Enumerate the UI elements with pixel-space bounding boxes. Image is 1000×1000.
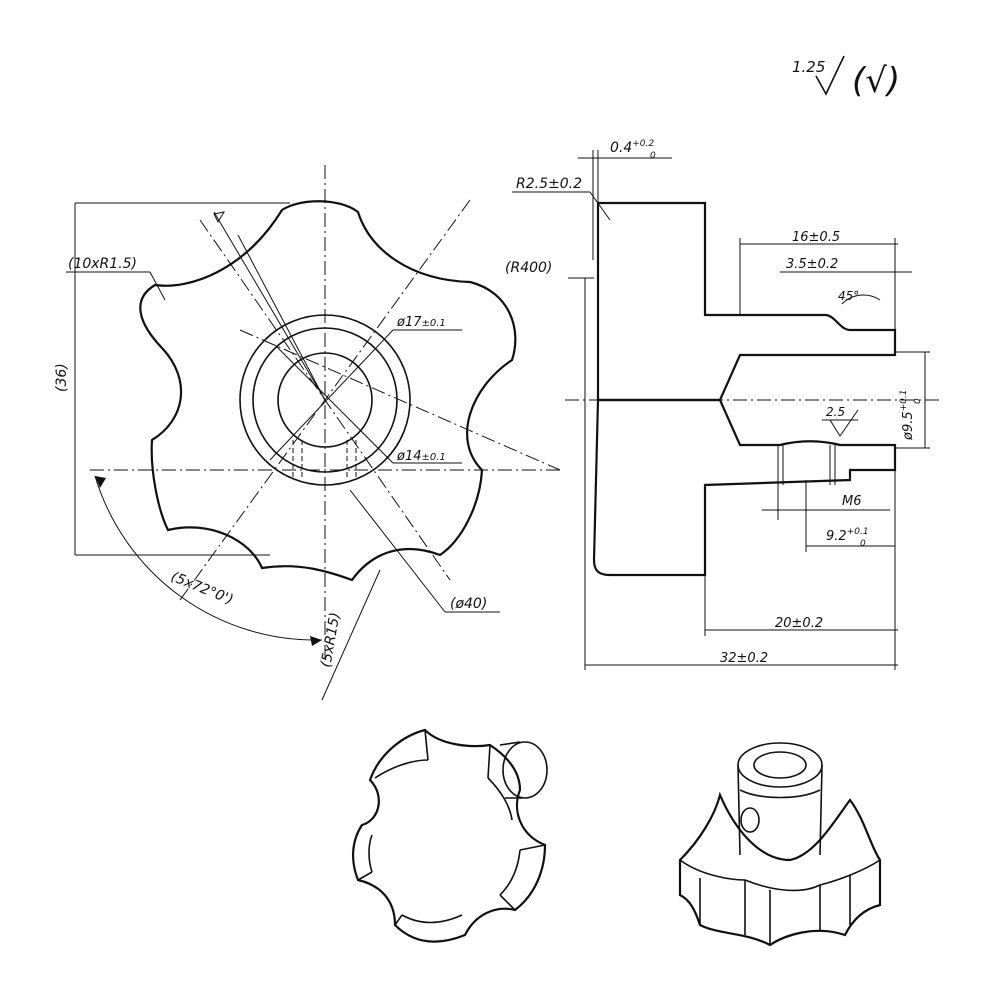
arrowhead: [213, 211, 226, 224]
height-label: (36): [54, 363, 70, 392]
bore-dia-value: ø9.5: [901, 411, 916, 441]
face-radius-label: (R400): [505, 260, 552, 276]
iso-knob-facets: [357, 729, 546, 926]
iso-shank-end: [502, 741, 548, 799]
outer-ring-dia-label: ø17±0.1: [396, 315, 446, 330]
leader-line: [349, 489, 446, 613]
inner-ring-dia-tol: ±0.1: [422, 452, 446, 463]
chamfer-tol-lower: 0: [650, 151, 656, 161]
isometric-front-view: [352, 728, 548, 943]
iso-cross-hole: [740, 807, 760, 833]
angular-spacing-label: (5x72°0'): [169, 569, 236, 608]
thread-pos-tol-lower: 0: [860, 539, 866, 549]
surface-finish-general: (√): [852, 61, 900, 101]
angular-spacing-arc: [94, 475, 323, 641]
leader-line: [237, 234, 326, 401]
section-upper: [596, 201, 897, 402]
groove-offset-label: 3.5±0.2: [786, 257, 838, 272]
angle-arc: [841, 294, 881, 305]
thread-pos-label: 9.2+0.1: [826, 527, 869, 544]
thread-pos-tol-upper: +0.1: [847, 527, 869, 537]
iso-base-top-edge: [679, 859, 881, 892]
iso-base-facets: [699, 875, 851, 945]
knob-outline: [139, 200, 517, 582]
chamfer-label: 0.4+0.2: [610, 139, 654, 156]
overall-dia-label: (ø40): [450, 596, 487, 612]
leader-line: [149, 271, 166, 301]
outer-ring-dia-tol: ±0.1: [422, 318, 446, 329]
chamfer-angle-label: 45°: [838, 289, 859, 303]
thread-label: M6: [842, 494, 862, 509]
finish-check-icon: [829, 409, 859, 437]
section-lower: [592, 398, 897, 577]
inner-ring-dia-label: ø14±0.1: [396, 449, 446, 464]
isometric-rear-view: [678, 742, 882, 947]
radial-centerline: [239, 329, 561, 471]
edge-radius-label: R2.5±0.2: [516, 176, 582, 192]
iso-star-base: [678, 791, 882, 947]
bore-dia-label: ø9.5+0.1: [899, 390, 916, 442]
surface-check-icon: [815, 55, 845, 96]
leader-line: [274, 344, 394, 464]
surface-finish-value: 1.25: [792, 58, 825, 76]
arrowhead: [310, 636, 322, 646]
iso-shank-groove: [739, 789, 821, 799]
leader-line: [269, 329, 394, 461]
chamfer-value: 0.4: [610, 140, 632, 156]
bore-tol-lower: 0: [913, 398, 923, 404]
iso-bore: [753, 751, 807, 779]
neck-length-label: 20±0.2: [775, 616, 823, 631]
iso-knob-edges: [368, 759, 521, 924]
inner-ring-dia-value: ø14: [396, 449, 422, 464]
leader-line: [589, 191, 611, 221]
lobe-fillet-label: (10xR1.5): [68, 256, 137, 272]
thread-pos-value: 9.2: [826, 529, 847, 544]
iso-knob-face: [352, 728, 547, 943]
iso-shank-top: [737, 742, 823, 788]
section-view: 0.4+0.2 0 R2.5±0.2 (R400) 16±0.5 3.5±0.2…: [505, 139, 940, 670]
shank-length-label: 16±0.5: [792, 230, 840, 245]
leader-line: [213, 211, 326, 401]
bore-tol-upper: +0.1: [899, 390, 909, 412]
groove-finish-label: 2.5: [826, 405, 845, 419]
chamfer-tol-upper: +0.2: [632, 139, 654, 149]
front-view: (36) (10xR1.5) ø17±0.1 ø14±0.1 (5x72°0')…: [54, 165, 561, 701]
iso-shank-edge: [499, 741, 522, 799]
surface-finish-symbol: 1.25 (√): [792, 55, 900, 101]
leader-line: [321, 569, 381, 701]
arrowhead: [95, 476, 106, 488]
overall-length-label: 32±0.2: [720, 651, 768, 666]
outer-ring-dia-value: ø17: [396, 315, 422, 330]
